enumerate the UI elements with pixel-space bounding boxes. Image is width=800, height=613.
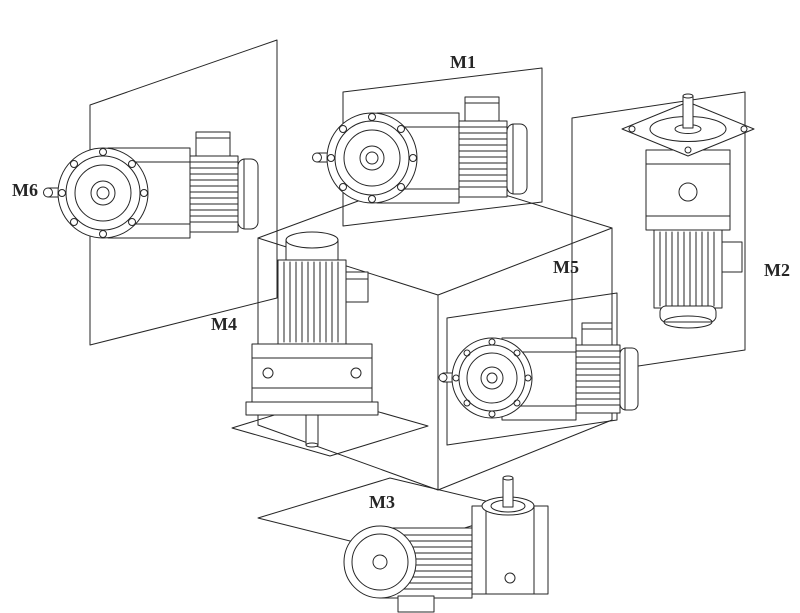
plane-m6	[89, 39, 278, 346]
m2-fan-cover	[659, 305, 717, 323]
m6-fan-cover	[237, 158, 259, 230]
m1-terminal-box	[464, 96, 500, 122]
m4-terminal-box	[345, 271, 369, 303]
m4-output-shaft	[305, 414, 319, 446]
motor-m5	[438, 322, 639, 421]
m4-flange	[245, 401, 379, 416]
m2-motor-body	[653, 229, 723, 309]
m2-flange	[621, 101, 755, 157]
label-m3: M3	[369, 492, 395, 512]
position-labels: M1 M2 M3 M4 M5 M6	[12, 52, 790, 512]
mounting-cube	[257, 172, 613, 491]
label-m2: M2	[764, 260, 790, 280]
m3-fan-cover	[343, 525, 417, 599]
plane-m5	[446, 292, 618, 446]
m3-gearbox	[471, 505, 549, 595]
label-m1: M1	[450, 52, 476, 72]
m2-gearbox	[645, 149, 731, 231]
m2-output-shaft	[682, 95, 694, 129]
m4-gearbox	[251, 343, 373, 403]
m1-cooling-fins	[458, 126, 508, 188]
motor-m6	[43, 131, 259, 239]
m2-terminal-box	[721, 241, 743, 273]
m4-motor-body	[277, 259, 347, 345]
m6-cooling-fins	[189, 161, 239, 223]
label-m6: M6	[12, 180, 38, 200]
m4-cooling-fins	[283, 261, 339, 343]
m2-cooling-fins	[659, 231, 715, 307]
m5-cooling-fins	[575, 350, 621, 406]
m5-motor-body	[575, 344, 621, 414]
m6-terminal-box	[195, 131, 231, 157]
label-m5: M5	[553, 257, 579, 277]
m3-terminal-box	[397, 595, 435, 613]
motor-m1	[312, 96, 528, 204]
m6-motor-body	[189, 155, 239, 233]
motor-m2	[621, 93, 755, 329]
m5-fan-cover	[619, 347, 639, 411]
motor-m3	[343, 475, 549, 613]
m1-motor-body	[458, 120, 508, 198]
m1-fan-cover	[506, 123, 528, 195]
motor-m4	[245, 231, 379, 448]
m3-output-shaft	[502, 477, 514, 508]
m5-terminal-box	[581, 322, 613, 346]
label-m4: M4	[211, 314, 237, 334]
